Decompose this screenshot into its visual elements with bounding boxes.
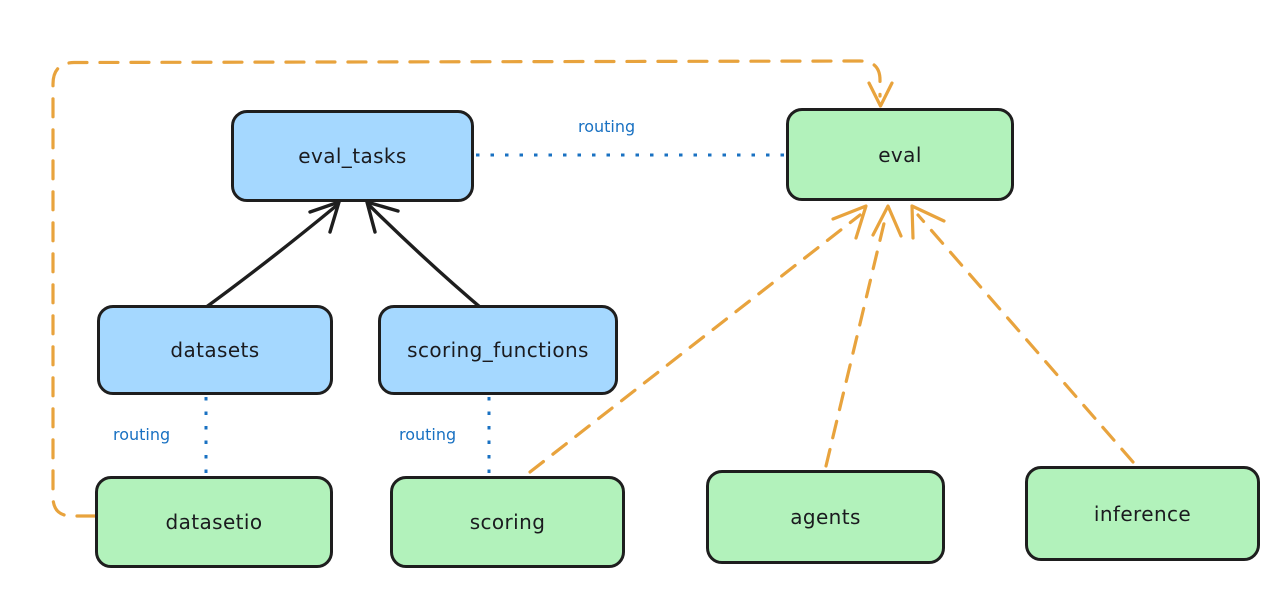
arrowhead-eval-bottom-center [871, 204, 903, 238]
node-label: agents [790, 505, 861, 529]
arrowhead-eval-bottom-left [831, 204, 868, 240]
node-label: eval [878, 142, 922, 167]
node-scoring[interactable]: scoring [390, 476, 625, 568]
arrowhead-eval_tasks-left [308, 200, 341, 234]
edge-label-routing-datasetio: routing [113, 425, 171, 444]
node-agents[interactable]: agents [706, 470, 945, 564]
edge-label-routing-eval: routing [578, 117, 636, 136]
node-label: eval_tasks [298, 144, 407, 168]
arrowhead-eval-bottom-right [910, 204, 946, 240]
edge-scoring_functions-to-eval_tasks [365, 200, 489, 315]
node-scoring-functions[interactable]: scoring_functions [378, 305, 618, 395]
edge-agents-to-eval [824, 204, 903, 468]
node-datasetio[interactable]: datasetio [95, 476, 333, 568]
node-label: datasets [170, 338, 260, 362]
node-label: datasetio [165, 510, 263, 534]
node-datasets[interactable]: datasets [97, 305, 333, 395]
edge-scoring-to-eval [528, 204, 868, 474]
node-eval-tasks[interactable]: eval_tasks [231, 110, 474, 202]
node-inference[interactable]: inference [1025, 466, 1260, 561]
edge-label-routing-scoring: routing [399, 425, 457, 444]
edge-datasets-to-eval_tasks [203, 200, 341, 310]
edge-inference-to-eval [910, 204, 1135, 464]
arrowhead-eval_tasks-right [365, 200, 400, 234]
node-label: inference [1093, 501, 1192, 526]
edge-datasetio-to-eval [51, 59, 894, 518]
node-label: scoring [469, 510, 546, 534]
arrowhead-into-eval-top [867, 81, 894, 108]
node-eval[interactable]: eval [786, 108, 1014, 201]
node-label: scoring_functions [407, 338, 589, 362]
